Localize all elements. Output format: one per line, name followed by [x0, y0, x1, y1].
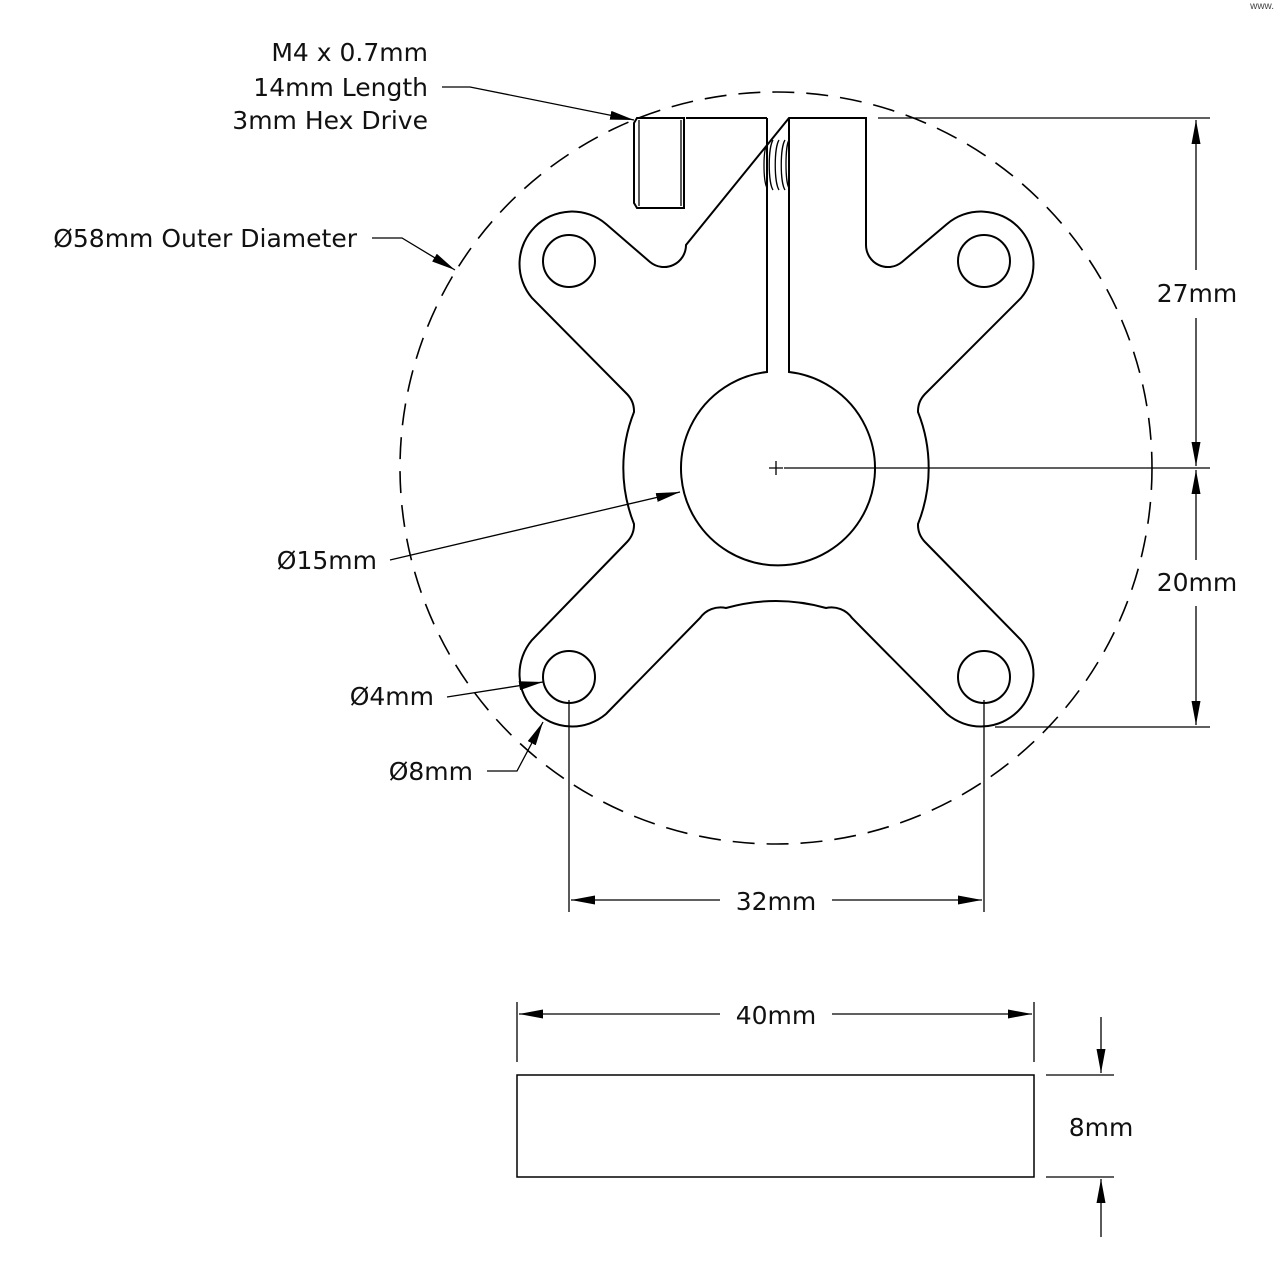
dim-27-label: 27mm: [1157, 279, 1238, 308]
dim-40-label: 40mm: [736, 1001, 817, 1030]
watermark: www.: [1249, 1, 1274, 12]
extension-lines: [784, 117, 1210, 728]
screw-spec-line1: M4 x 0.7mm: [271, 38, 428, 67]
hole-leader: [446, 681, 544, 698]
width-extensions: [516, 1002, 1035, 1062]
screw-leader: [442, 86, 635, 121]
mounting-hole: [542, 650, 596, 704]
bore-diameter-label: Ø15mm: [277, 546, 377, 575]
mounting-hole: [542, 234, 596, 288]
side-view: [516, 1074, 1035, 1178]
dim-32-label: 32mm: [736, 887, 817, 916]
dim-20-label: 20mm: [1157, 568, 1238, 597]
center-mark: [769, 461, 783, 475]
outer-diameter-leader: [372, 237, 456, 271]
mounting-hole: [957, 650, 1011, 704]
screw-spec-line2: 14mm Length: [253, 73, 428, 102]
hub-outline: [518, 117, 1035, 728]
mounting-hole: [957, 234, 1011, 288]
hole-diameter-label: Ø4mm: [350, 682, 434, 711]
boss-diameter-label: Ø8mm: [389, 757, 473, 786]
bore-leader: [389, 491, 681, 561]
screw-spec-line3: 3mm Hex Drive: [232, 106, 428, 135]
dim-8-label: 8mm: [1069, 1113, 1134, 1142]
boss-leader: [487, 721, 544, 772]
outer-diameter-label: Ø58mm Outer Diameter: [53, 224, 358, 253]
thread-symbol: [763, 139, 790, 191]
thickness-extensions: [1046, 1074, 1114, 1178]
hole-spacing-extensions: [568, 700, 985, 912]
bore-and-slot: [680, 118, 876, 567]
set-screw: [633, 117, 685, 209]
